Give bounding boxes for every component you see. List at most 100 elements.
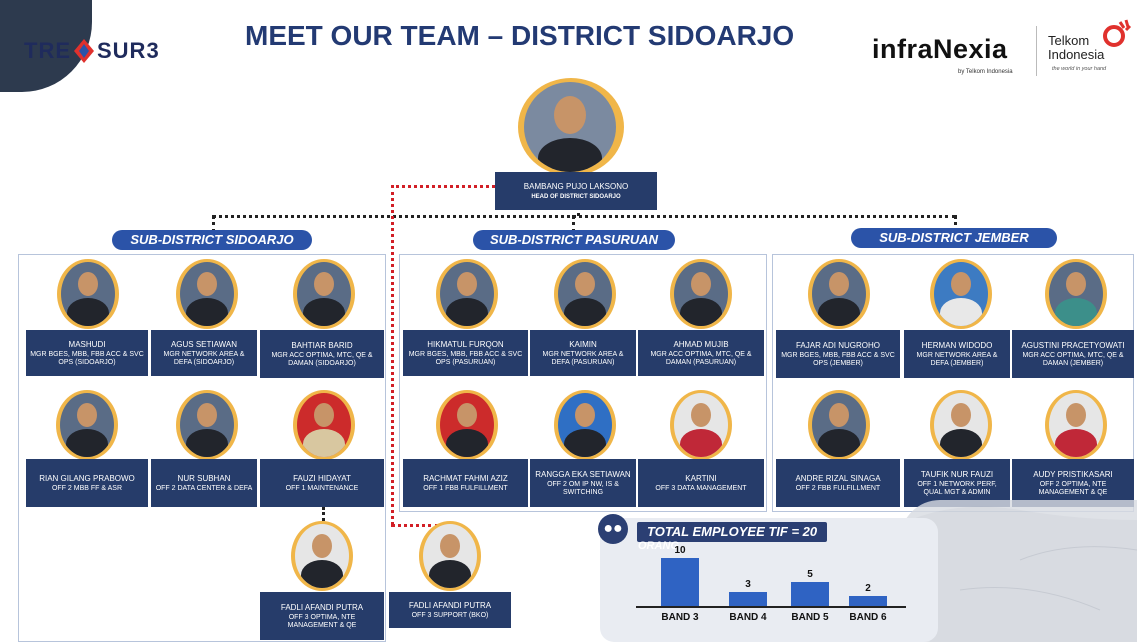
person-name: AHMAD MUJIB xyxy=(673,339,729,349)
infranexia-tagline: by Telkom Indonesia xyxy=(958,69,1013,75)
chart-bar xyxy=(661,558,699,606)
avatar xyxy=(518,78,624,176)
head-card[interactable]: BAMBANG PUJO LAKSONO HEAD OF DISTRICT SI… xyxy=(495,172,657,210)
person-role: OFF 2 DATA CENTER & DEFA xyxy=(155,484,253,492)
avatar xyxy=(293,259,355,329)
person-role: OFF 2 FBB FULFILLMENT xyxy=(795,484,881,492)
logo-text-a: TRE xyxy=(24,38,71,63)
person-role: OFF 2 MBB FF & ASR xyxy=(51,484,122,492)
avatar xyxy=(554,390,616,460)
avatar xyxy=(176,259,238,329)
stats-subtitle: ORANG xyxy=(638,540,679,552)
person-name: TAUFIK NUR FAUZI xyxy=(920,469,994,479)
district-frame-pasuruan xyxy=(399,254,767,512)
connector-line xyxy=(954,215,957,233)
avatar xyxy=(808,390,870,460)
person-name: FADLI AFANDI PUTRA xyxy=(280,602,364,612)
map-background xyxy=(900,500,1137,642)
avatar xyxy=(670,259,732,329)
logo-diamond-icon xyxy=(74,39,94,63)
person-name: FADLI AFANDI PUTRA xyxy=(408,600,492,610)
person-role: OFF 1 NETWORK PERF, QUAL MGT & ADMIN xyxy=(917,480,997,496)
person-name: RACHMAT FAHMI AZIZ xyxy=(423,473,508,483)
district-label-pasuruan: SUB-DISTRICT PASURUAN xyxy=(473,230,675,250)
avatar xyxy=(419,521,481,591)
person-name: AGUSTINI PRACETYOWATI xyxy=(1021,340,1125,350)
person-role: MGR ACC OPTIMA, MTC, QE & DAMAN (PASURUA… xyxy=(650,350,752,366)
person-name: BAMBANG PUJO LAKSONO xyxy=(523,181,629,191)
chart-bar xyxy=(729,592,767,606)
logo-divider xyxy=(1036,26,1037,76)
chart-axis xyxy=(636,606,906,608)
avatar xyxy=(1045,390,1107,460)
person-role: MGR BGES, MBB, FBB ACC & SVC OPS (SIDOAR… xyxy=(30,350,144,366)
person-role: OFF 1 FBB FULFILLMENT xyxy=(423,484,508,492)
person-name: MASHUDI xyxy=(68,339,106,349)
telkom-logo-icon xyxy=(1103,19,1132,47)
red-connector-line xyxy=(391,185,394,525)
person-name: FAUZI HIDAYAT xyxy=(293,473,351,483)
avatar xyxy=(930,259,992,329)
connector-line xyxy=(212,215,215,233)
avatar xyxy=(808,259,870,329)
person-role: OFF 1 MAINTENANCE xyxy=(285,484,359,492)
chart-data-label: 5 xyxy=(807,569,813,580)
person-name: HIKMATUL FURQON xyxy=(427,339,504,349)
district-label-sidoarjo: SUB-DISTRICT SIDOARJO xyxy=(112,230,312,250)
person-role: OFF 3 DATA MANAGEMENT xyxy=(655,484,747,492)
avatar xyxy=(436,390,498,460)
avatar xyxy=(436,259,498,329)
person-name: BAHTIAR BARID xyxy=(291,340,353,350)
person-role: MGR BGES, MBB, FBB ACC & SVC OPS (PASURU… xyxy=(408,350,523,366)
chart-data-label: 10 xyxy=(674,545,686,556)
stats-title: TOTAL EMPLOYEE TIF = 20 xyxy=(637,522,828,542)
person-role: HEAD OF DISTRICT SIDOARJO xyxy=(531,193,621,200)
avatar xyxy=(554,259,616,329)
avatar xyxy=(670,390,732,460)
avatar xyxy=(1045,259,1107,329)
avatar xyxy=(291,521,353,591)
chart-bar xyxy=(849,596,887,606)
connector-line xyxy=(577,206,580,216)
district-label-jember: SUB-DISTRICT JEMBER xyxy=(851,228,1057,248)
avatar xyxy=(176,390,238,460)
person-name: ANDRE RIZAL SINAGA xyxy=(795,473,881,483)
person-name: NUR SUBHAN xyxy=(177,473,231,483)
chart-category-label: BAND 4 xyxy=(729,612,767,623)
avatar xyxy=(293,390,355,460)
person-role: OFF 2 OPTIMA, NTE MANAGEMENT & QE xyxy=(1038,480,1108,496)
chart-bar xyxy=(791,582,829,606)
person-name: AGUS SETIAWAN xyxy=(170,339,238,349)
treasure-logo: TRE SUR3 xyxy=(24,36,160,66)
person-name: RIAN GILANG PRABOWO xyxy=(39,473,135,483)
page-title: MEET OUR TEAM – DISTRICT SIDOARJO xyxy=(245,20,795,51)
red-connector-line xyxy=(391,185,495,188)
connector-line xyxy=(212,215,956,218)
person-role: MGR NETWORK AREA & DEFA (SIDOARJO) xyxy=(163,350,245,366)
person-role: MGR ACC OPTIMA, MTC, QE & DAMAN (JEMBER) xyxy=(1022,351,1124,367)
chart-data-label: 2 xyxy=(865,583,871,594)
person-role: MGR ACC OPTIMA, MTC, QE & DAMAN (SIDOARJ… xyxy=(271,351,373,367)
avatar xyxy=(57,259,119,329)
